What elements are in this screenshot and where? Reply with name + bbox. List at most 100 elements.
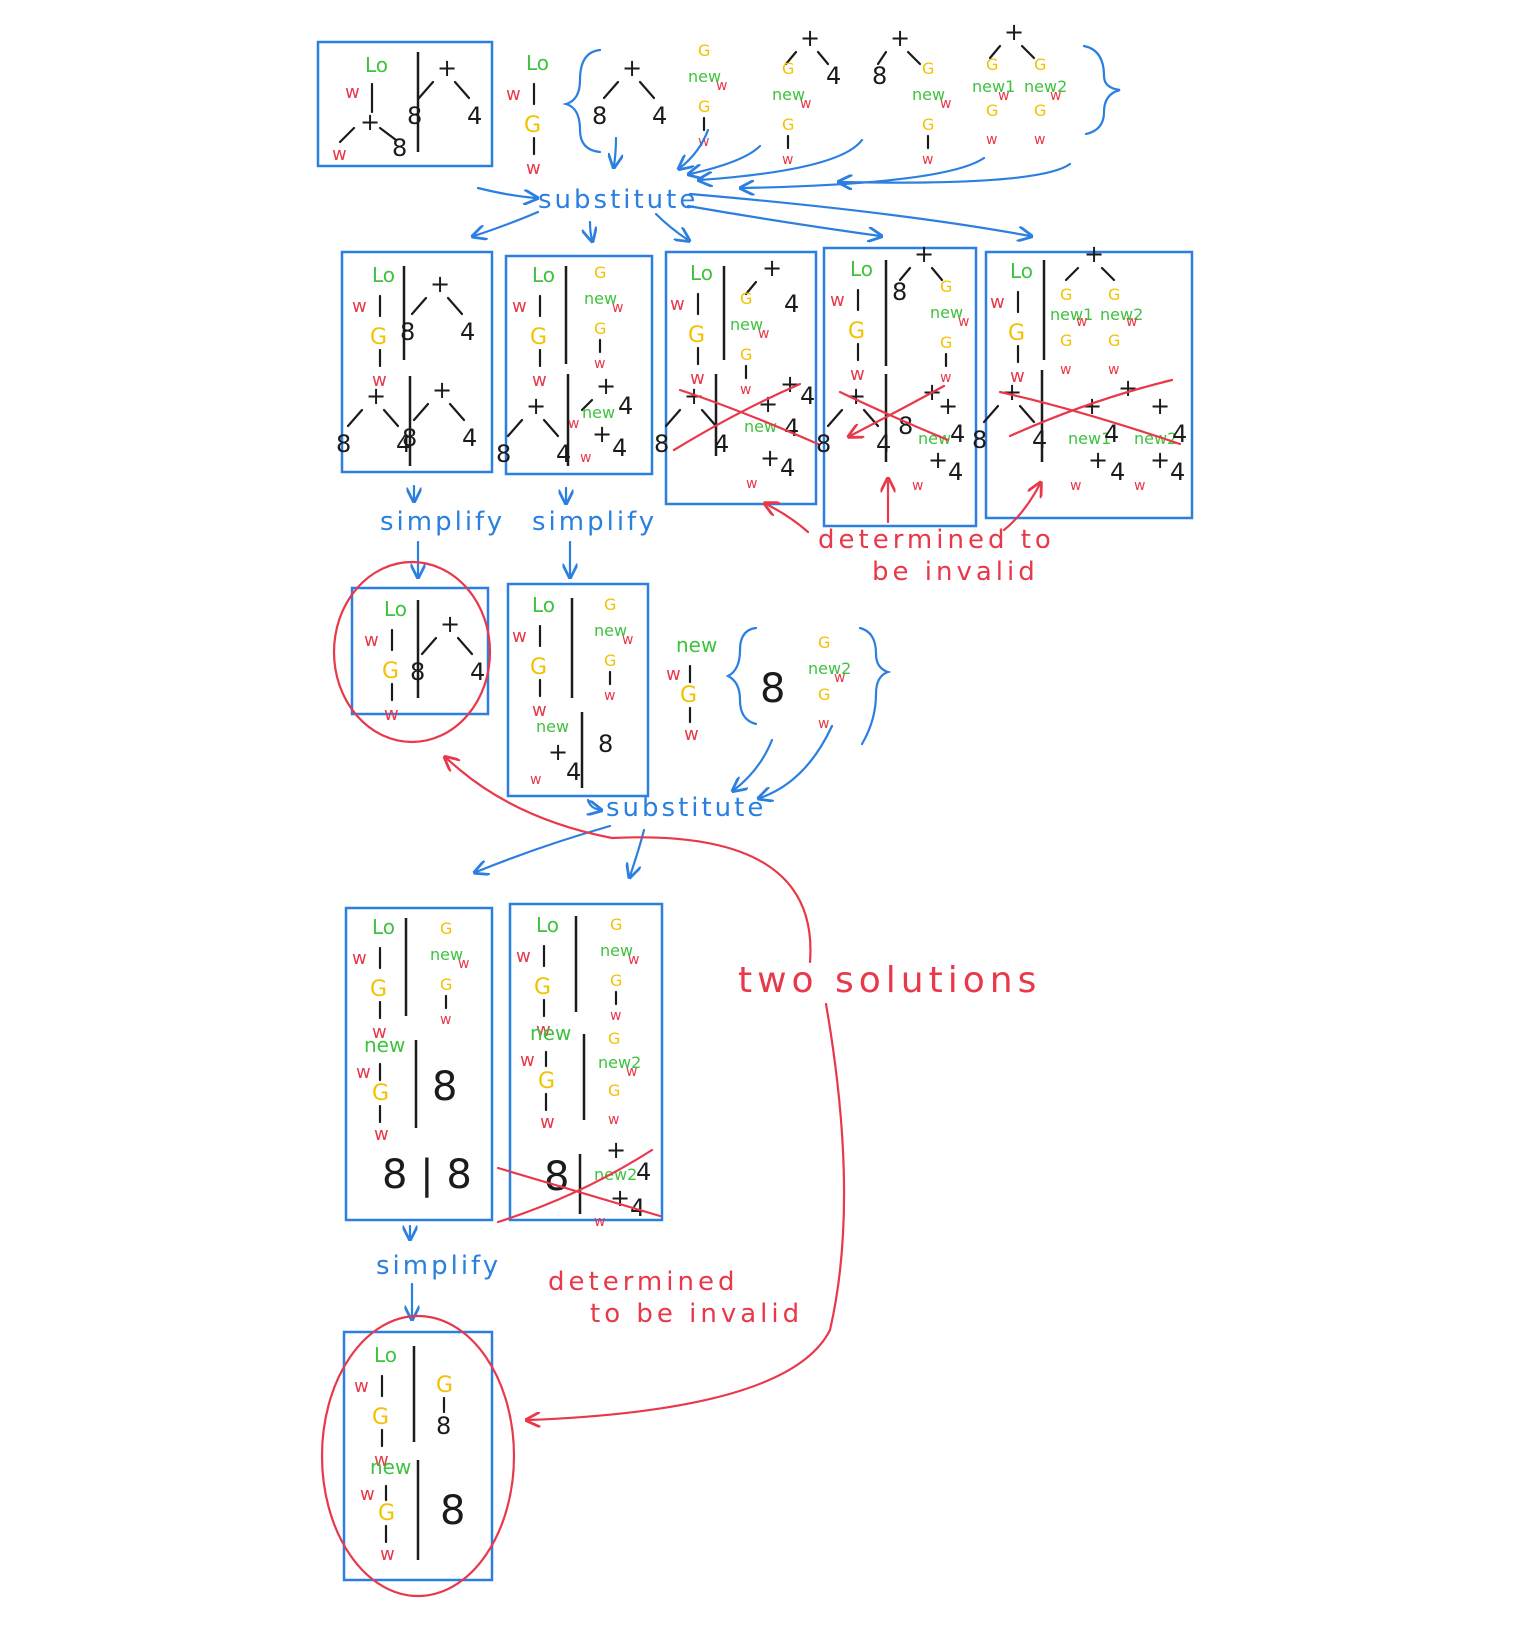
branch-box-2-simplified: new + 4 w 8 [506, 582, 650, 798]
svg-text:+: + [596, 372, 616, 400]
svg-text:w: w [1034, 132, 1045, 148]
svg-text:new: new [918, 429, 951, 448]
simplify-label-1: simplify [380, 507, 505, 537]
svg-text:new2: new2 [594, 1165, 637, 1184]
svg-text:new: new [676, 633, 717, 657]
svg-text:new: new [370, 1455, 411, 1479]
svg-text:w: w [356, 1062, 371, 1083]
svg-text:w: w [380, 1544, 395, 1565]
svg-text:+: + [1088, 446, 1108, 474]
svg-text:G: G [608, 1081, 620, 1100]
substitute-label-2: substitute [606, 793, 766, 823]
svg-text:w: w [1050, 88, 1061, 104]
svg-text:new1: new1 [972, 77, 1015, 96]
svg-text:G: G [538, 1069, 555, 1094]
branch-box-3-invalid: + 4 + 4 + new 4 + 4 w [652, 250, 820, 506]
svg-text:+: + [760, 444, 780, 472]
svg-text:w: w [608, 1112, 619, 1128]
svg-text:new: new [530, 1021, 571, 1045]
svg-text:G: G [1060, 285, 1072, 304]
candidate-plus-8-new: + 8 [872, 24, 953, 170]
svg-text:+: + [548, 738, 568, 766]
svg-text:w: w [530, 772, 541, 788]
svg-text:G: G [1034, 55, 1046, 74]
svg-text:4: 4 [1170, 458, 1185, 486]
svg-text:w: w [746, 476, 757, 492]
svg-text:new2: new2 [1024, 77, 1067, 96]
svg-text:8: 8 [598, 730, 613, 758]
svg-text:8: 8 [760, 666, 785, 712]
svg-text:G: G [436, 1373, 453, 1398]
svg-text:4: 4 [612, 434, 627, 462]
svg-text:w: w [1126, 314, 1137, 330]
svg-text:new2: new2 [1134, 429, 1177, 448]
svg-text:w: w [684, 724, 699, 745]
svg-text:+: + [610, 1184, 630, 1212]
svg-text:G: G [986, 55, 998, 74]
svg-text:new2: new2 [598, 1053, 641, 1072]
svg-text:w: w [568, 416, 579, 432]
branch-box-6: new w G w 8 8 | 8 [344, 906, 494, 1222]
svg-text:+: + [360, 108, 380, 136]
svg-text:+: + [928, 446, 948, 474]
svg-text:w: w [594, 1214, 605, 1230]
two-solutions-label: two solutions [738, 960, 1041, 1001]
svg-text:+: + [780, 370, 800, 398]
svg-text:new2: new2 [1100, 305, 1143, 324]
solution-2-box: G 8 new w G w 8 [320, 1314, 516, 1598]
svg-text:w: w [626, 1064, 637, 1080]
svg-text:4: 4 [618, 392, 633, 420]
svg-text:w: w [986, 132, 997, 148]
svg-text:8 | 8: 8 | 8 [382, 1152, 472, 1198]
svg-text:w: w [666, 664, 681, 685]
svg-text:w: w [834, 670, 845, 686]
svg-text:G: G [1108, 285, 1120, 304]
svg-text:w: w [1134, 478, 1145, 494]
svg-text:+: + [1150, 446, 1170, 474]
branch-box-2: + 4 new w + 4 w [494, 254, 654, 476]
svg-text:4: 4 [826, 62, 841, 90]
svg-text:+: + [890, 24, 910, 52]
svg-text:4: 4 [784, 414, 799, 442]
svg-text:+: + [762, 254, 782, 282]
svg-text:new: new [582, 403, 615, 422]
arrows-out-of-substitute [474, 192, 1030, 240]
svg-text:w: w [360, 1484, 375, 1505]
solution-1-box [332, 560, 492, 744]
rule-chain [504, 49, 551, 181]
svg-text:8: 8 [892, 278, 907, 306]
svg-text:4: 4 [1172, 420, 1187, 448]
simplify-label-2: simplify [532, 507, 657, 537]
invalid-note-1: determined to be invalid [766, 480, 1051, 587]
svg-text:new: new [364, 1033, 405, 1057]
svg-text:8: 8 [392, 134, 407, 162]
svg-text:8: 8 [432, 1064, 457, 1110]
branch-box-7-invalid: new w G w G new2 w G w 8 + new2 4 + 4 w [496, 902, 664, 1230]
svg-text:+: + [914, 240, 934, 268]
svg-text:8: 8 [898, 412, 913, 440]
svg-text:+: + [592, 420, 612, 448]
svg-text:new1: new1 [1050, 305, 1093, 324]
start-box: Lo w + w 8 [316, 40, 494, 168]
arrows-into-substitute [476, 128, 1072, 198]
svg-text:G: G [1108, 331, 1120, 350]
svg-text:+: + [1004, 18, 1024, 46]
svg-text:G: G [608, 1029, 620, 1048]
svg-text:G: G [818, 633, 830, 652]
svg-text:w: w [818, 716, 829, 732]
svg-text:w: w [332, 144, 347, 165]
svg-text:w: w [580, 450, 591, 466]
svg-text:+: + [800, 24, 820, 52]
svg-text:w: w [1060, 362, 1071, 378]
svg-text:+: + [1118, 374, 1138, 402]
svg-text:+: + [1084, 240, 1104, 268]
svg-text:Lo: Lo [365, 53, 388, 77]
svg-text:8: 8 [440, 1488, 465, 1534]
svg-text:4: 4 [800, 382, 815, 410]
svg-text:G: G [818, 685, 830, 704]
branch-box-5-invalid: + G new1 w G w G new2 w G w + + + new1 4… [970, 240, 1194, 520]
svg-text:4: 4 [630, 1194, 645, 1222]
svg-text:w: w [998, 88, 1009, 104]
svg-text:G: G [986, 101, 998, 120]
svg-text:w: w [1108, 362, 1119, 378]
